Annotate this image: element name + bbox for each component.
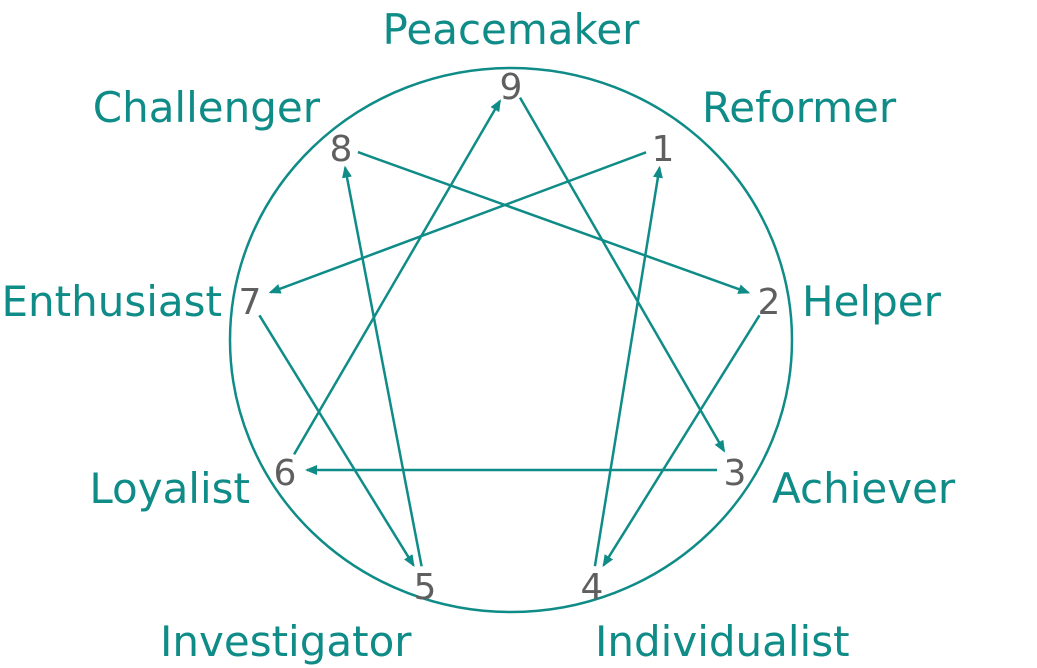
type-number-9: 9 — [500, 67, 523, 108]
type-label-loyalist: Loyalist — [89, 464, 250, 513]
type-label-challenger: Challenger — [93, 83, 321, 132]
type-label-individualist: Individualist — [595, 617, 850, 666]
type-number-8: 8 — [330, 129, 353, 170]
type-label-peacemaker: Peacemaker — [383, 5, 641, 54]
type-number-6: 6 — [274, 453, 297, 494]
arrow-1-to-7 — [268, 151, 647, 294]
type-number-2: 2 — [758, 282, 781, 323]
type-label-helper: Helper — [802, 277, 942, 326]
arrow-5-to-8 — [342, 165, 423, 567]
type-number-5: 5 — [414, 567, 437, 608]
type-label-achiever: Achiever — [772, 464, 956, 513]
arrow-9-to-3 — [518, 96, 726, 453]
type-number-4: 4 — [581, 567, 604, 608]
connections-layer — [258, 96, 761, 568]
type-label-investigator: Investigator — [160, 617, 412, 666]
type-label-enthusiast: Enthusiast — [2, 277, 223, 326]
type-number-3: 3 — [724, 453, 747, 494]
arrow-7-to-5 — [258, 314, 415, 568]
enneagram-circle — [228, 66, 794, 614]
arrow-2-to-4 — [602, 314, 761, 567]
type-number-1: 1 — [652, 129, 675, 170]
type-label-reformer: Reformer — [702, 83, 897, 132]
arrow-6-to-9 — [293, 99, 501, 456]
arrow-4-to-1 — [593, 165, 663, 567]
type-number-7: 7 — [239, 282, 262, 323]
arrow-8-to-2 — [357, 150, 751, 294]
